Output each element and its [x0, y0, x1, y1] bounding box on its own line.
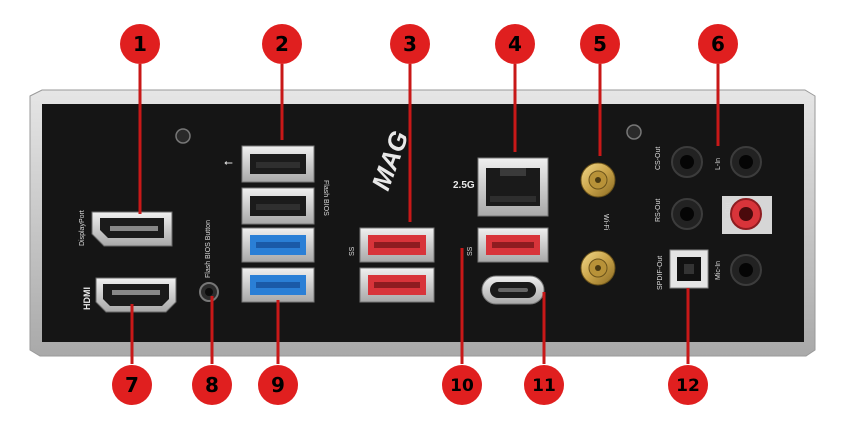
svg-text:1: 1: [133, 32, 147, 56]
usb2-ports: ⭠ Flash BIOS: [224, 145, 329, 225]
svg-text:5: 5: [593, 32, 607, 56]
lan-speed-label: 2.5G: [453, 180, 475, 191]
displayport-port: DisplayPort: [79, 210, 173, 247]
svg-text:8: 8: [205, 373, 219, 397]
audio-cs-label: CS-Out: [655, 147, 662, 170]
hdmi-port: HDMI: [82, 277, 177, 313]
lan-port: 2.5G: [453, 157, 549, 217]
svg-text:2: 2: [275, 32, 289, 56]
audio-jacks: CS-Out RS-Out L-In L-Out Mic-In: [655, 146, 772, 286]
callout-8: 8: [192, 365, 232, 405]
screw-left: [175, 128, 191, 144]
wifi-antenna-connectors: Wi-Fi: [580, 162, 616, 286]
usb-red-ports: SS: [349, 227, 435, 303]
usb-gen2-label: SS: [349, 246, 356, 256]
flash-bios-label: Flash BIOS: [322, 180, 329, 216]
hdmi-label: HDMI: [82, 287, 92, 310]
screw-right: [626, 124, 642, 140]
leader-lines: [130, 64, 720, 364]
svg-text:9: 9: [271, 373, 285, 397]
callout-12: 12: [668, 365, 708, 405]
usb-gen1-label: SS: [467, 246, 474, 256]
svg-text:3: 3: [403, 32, 417, 56]
spdif-label: SPDIF-Out: [657, 256, 664, 290]
svg-text:6: 6: [711, 32, 725, 56]
callout-1: 1: [120, 24, 160, 64]
audio-mic-label: Mic-In: [715, 261, 722, 280]
displayport-label: DisplayPort: [79, 210, 86, 246]
svg-text:7: 7: [125, 373, 139, 397]
callout-5: 5: [580, 24, 620, 64]
wifi-label: Wi-Fi: [602, 214, 609, 231]
callout-11: 11: [524, 365, 564, 405]
svg-text:12: 12: [676, 376, 700, 396]
spdif-optical-port: SPDIF-Out: [657, 249, 709, 290]
usb-symbol-icon: ⭠: [224, 157, 233, 169]
callout-3: 3: [390, 24, 430, 64]
callout-4: 4: [495, 24, 535, 64]
usb-typec-port: [481, 275, 545, 305]
callout-2: 2: [262, 24, 302, 64]
usb-red-single-port: SS: [467, 227, 549, 263]
callout-badges: 1 2 3 4 5 6 7 8: [112, 24, 738, 405]
callout-9: 9: [258, 365, 298, 405]
svg-text:10: 10: [450, 376, 474, 396]
callout-6: 6: [698, 24, 738, 64]
audio-lin-label: L-In: [715, 158, 722, 170]
svg-text:11: 11: [532, 376, 556, 396]
callout-7: 7: [112, 365, 152, 405]
svg-text:4: 4: [508, 32, 522, 56]
callout-10: 10: [442, 365, 482, 405]
audio-lout-label: L-Out: [725, 202, 732, 220]
flash-button-label: Flash BIOS Button: [205, 220, 212, 278]
audio-rs-label: RS-Out: [655, 199, 662, 222]
